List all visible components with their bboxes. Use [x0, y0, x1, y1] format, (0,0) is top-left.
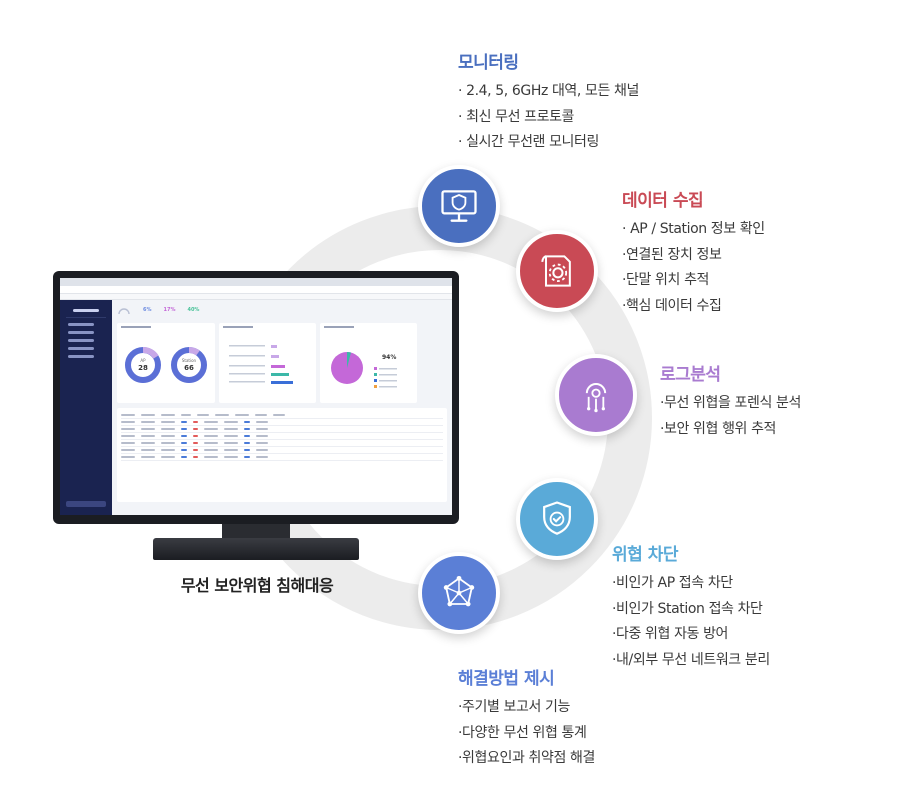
- ap-count: 28: [138, 364, 148, 372]
- feature-item: ·무선 위협을 포렌식 분석: [660, 395, 802, 411]
- monitor-illustration: 6% 17% 40% AP 28 Statio: [53, 271, 459, 524]
- solution-icon-circle: [418, 552, 500, 634]
- log-analysis-icon-circle: [555, 354, 637, 436]
- sidebar-item: [68, 355, 94, 358]
- ap-label: AP: [140, 358, 146, 363]
- monitor-screen: 6% 17% 40% AP 28 Statio: [60, 278, 452, 515]
- network-polygon-icon: [443, 575, 475, 607]
- dashboard-app: 6% 17% 40% AP 28 Statio: [60, 300, 452, 515]
- monitoring-icon-circle: [418, 165, 500, 247]
- bar-chart: [229, 345, 293, 384]
- pie-percent: 94%: [382, 354, 396, 361]
- dashboard-stats: 6% 17% 40%: [117, 303, 447, 317]
- browser-bookmarks: [60, 294, 452, 300]
- gauge-icon: [118, 308, 130, 315]
- feature-monitoring: 모니터링 · 2.4, 5, 6GHz 대역, 모든 채널 · 최신 무선 프로…: [458, 48, 639, 156]
- feature-item: ·비인가 AP 접속 차단: [612, 575, 733, 591]
- pie-chart: 94%: [331, 351, 397, 388]
- threat-blocking-icon-circle: [516, 478, 598, 560]
- monitor-neck: [222, 524, 290, 540]
- feature-item: · 최신 무선 프로토콜: [458, 108, 575, 125]
- feature-title: 해결방법 제시: [458, 669, 555, 689]
- sidebar-item: [68, 339, 94, 342]
- sidebar-footer: [66, 501, 106, 507]
- feature-item: ·주기별 보고서 기능: [458, 699, 570, 715]
- stat-value: 40%: [187, 307, 200, 313]
- sidebar-item: [68, 331, 94, 334]
- donut-charts: AP 28 Station 66: [125, 347, 207, 383]
- feature-item: · 실시간 무선랜 모니터링: [458, 134, 600, 150]
- feature-solution: 해결방법 제시 ·주기별 보고서 기능 ·다양한 무선 위협 통계 ·위협요인과…: [458, 664, 595, 772]
- monitor-shield-icon: [441, 190, 477, 222]
- station-label: Station: [182, 358, 197, 363]
- feature-item: ·다양한 무선 위협 통계: [458, 724, 587, 741]
- feature-item: ·다중 위협 자동 방어: [612, 626, 729, 642]
- feature-title: 로그분석: [660, 365, 721, 385]
- browser-urlbar: [60, 286, 452, 294]
- donut-panel: AP 28 Station 66: [117, 323, 215, 403]
- dashboard-main: 6% 17% 40% AP 28 Statio: [112, 300, 452, 515]
- feature-item: · 2.4, 5, 6GHz 대역, 모든 채널: [458, 83, 639, 99]
- data-collection-icon-circle: [516, 230, 598, 312]
- feature-item: ·단말 위치 추적: [622, 272, 710, 288]
- bar-panel: [219, 323, 316, 403]
- event-table: [117, 408, 447, 502]
- feature-title: 모니터링: [458, 53, 519, 73]
- monitor-stand: [153, 538, 359, 560]
- browser-tabbar: [60, 278, 452, 286]
- monitor-caption: 무선 보안위협 침해대응: [180, 576, 334, 595]
- feature-item: ·위협요인과 취약점 해결: [458, 750, 595, 766]
- feature-log-analysis: 로그분석 ·무선 위협을 포렌식 분석 ·보안 위협 행위 추적: [660, 360, 801, 442]
- feature-title: 위협 차단: [612, 545, 678, 565]
- shield-check-icon: [543, 501, 571, 535]
- dashboard-sidebar: [60, 300, 112, 515]
- feature-item: ·연결된 장치 정보: [622, 246, 722, 263]
- feature-title: 데이터 수집: [622, 191, 704, 211]
- feature-data-collection: 데이터 수집 · AP / Station 정보 확인 ·연결된 장치 정보 ·…: [622, 186, 765, 319]
- stat-value: 6%: [143, 307, 152, 313]
- sidebar-item: [68, 347, 94, 350]
- sidebar-item: [68, 323, 94, 326]
- feature-item: ·보안 위협 행위 추적: [660, 420, 777, 437]
- document-gear-icon: [541, 255, 571, 287]
- feature-item: ·내/외부 무선 네트워크 분리: [612, 651, 770, 668]
- feature-threat-blocking: 위협 차단 ·비인가 AP 접속 차단 ·비인가 Station 접속 차단 ·…: [612, 540, 770, 673]
- feature-item: · AP / Station 정보 확인: [622, 221, 765, 237]
- station-count: 66: [184, 364, 194, 372]
- circuit-gear-icon: [585, 383, 607, 413]
- feature-item: ·핵심 데이터 수집: [622, 297, 722, 314]
- feature-item: ·비인가 Station 접속 차단: [612, 600, 763, 617]
- pie-panel: 94%: [320, 323, 417, 403]
- stat-value: 17%: [163, 307, 176, 313]
- dashboard-logo: [66, 304, 106, 318]
